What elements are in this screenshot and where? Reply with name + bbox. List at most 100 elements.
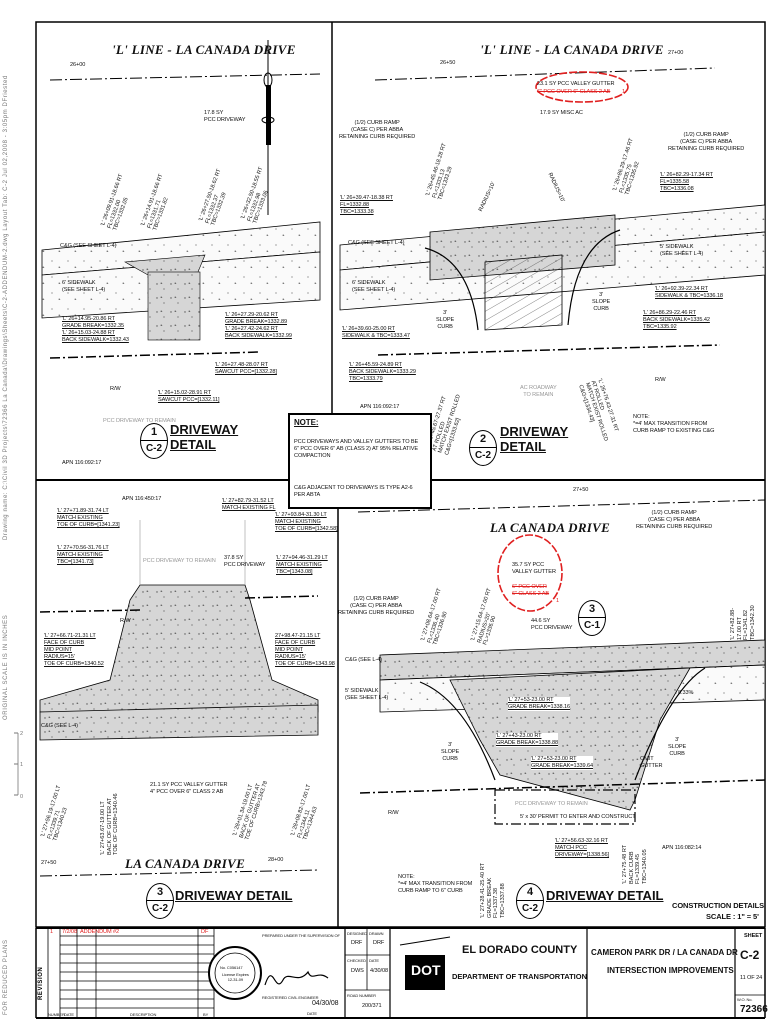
struck-spec-label: 6" PCC OVER 6" CLASS 2 AB	[512, 584, 550, 597]
valley-gutter-label: 21.1 SY PCC VALLEY GUTTER 4" PCC OVER 6"…	[150, 782, 228, 795]
sidewalk-label: 6' SIDEWALK (SEE SHEET L-4)	[352, 280, 396, 293]
station-offset-label: 'L' 27+75.48 RT BACK CURB FL=1339.45 TBC…	[622, 844, 648, 884]
rev-by: DF	[201, 929, 209, 935]
drawn-label: DRAWN	[369, 931, 384, 936]
rw-label: R/W	[110, 386, 121, 392]
scale-note: ORIGINAL SCALE IS IN INCHES	[3, 614, 9, 720]
driveway-area-label: 17.8 SY PCC DRIVEWAY	[204, 110, 246, 123]
point-label: 'L' 27+94.46-31.29 LT MATCH EXISTING TBC…	[276, 555, 328, 575]
scale-mark-0: 0	[20, 794, 24, 800]
rev-date: 7/2/08	[62, 929, 77, 935]
grade-break-label: 'L' 27+53-23.00 RT GRADE BREAK=1338.16	[508, 697, 570, 711]
road-name: LA CANADA DRIVE	[125, 856, 246, 871]
apn-label: APN 116:092:17	[360, 404, 400, 410]
wo-label: W.O. No.	[737, 997, 753, 1002]
scale-mark-2: 2	[20, 731, 24, 737]
project-title: CAMERON PARK DR / LA CANADA DR	[591, 948, 738, 957]
slope-curb-label: 3' SLOPE CURB	[592, 292, 611, 312]
grade-break-label: 'L' 27+53-23.00 RT GRADE BREAK=1339.64	[531, 756, 593, 770]
station-label: 26+00	[70, 62, 86, 68]
cg-label: C&G (SEE L-4)	[345, 657, 382, 663]
station-label: 27+50	[41, 860, 57, 866]
detail2-title: 'L' LINE - LA CANADA DRIVE	[480, 42, 664, 57]
detail4-caption: DRIVEWAY DETAIL	[546, 888, 664, 903]
sawcut-label: 'L' 26+27.48-28.07 RT SAWCUT PCC=[1332.2…	[215, 362, 277, 375]
rw-label: R/W	[388, 810, 399, 816]
face-of-curb-label: 'L' 27+66.71-21.31 LT FACE OF CURB MID P…	[44, 633, 104, 667]
grade-break-label: 'L' 26+27.29-20.62 RT GRADE BREAK=1332.8…	[225, 312, 292, 339]
construction-details-title: CONSTRUCTION DETAILS	[672, 901, 765, 910]
checked-label: CHECKED	[347, 958, 366, 963]
note-text: C&G ADJACENT TO DRIVEWAYS IS TYPE A2-6 P…	[294, 485, 413, 498]
callout-number: 3	[147, 884, 173, 901]
rev-col-header: BY	[203, 1012, 209, 1017]
callout-sheet: C-2	[521, 903, 539, 914]
reduced-plans-note: FOR REDUCED PLANS	[3, 939, 9, 1015]
apn-label: APN 116:082:14	[662, 845, 702, 851]
point-label: 'L' 26+86.29-22.46 RT BACK SIDEWALK=1335…	[643, 310, 710, 330]
cg-label: C&G (SEE SHEET L-4)	[60, 243, 117, 249]
point-label: 'L' 27+70.56-31.76 LT MATCH EXISTING TBC…	[57, 545, 109, 565]
slope-curb-label: 3' SLOPE CURB	[441, 742, 460, 762]
callout-number: 3	[579, 601, 605, 618]
detail3-caption: DRIVEWAY DETAIL	[175, 888, 293, 903]
point-label: 'L' 26+82.29-17.34 RT FL=1335.58 TBC=133…	[660, 172, 713, 192]
driveway-area-label: 44.6 SY PCC DRIVEWAY	[531, 618, 573, 631]
callout-sheet: C-2	[151, 903, 169, 914]
road-name: LA CANADA DRIVE	[490, 520, 611, 535]
rw-label: R/W	[655, 377, 666, 383]
callout-sheet: C-2	[145, 443, 163, 454]
north-arrow-icon	[261, 40, 275, 215]
station-label: 27+50	[573, 487, 589, 493]
drawing-file-path: Drawing name: C:\Civil 3D Projects\72366…	[3, 75, 9, 540]
point-label: 'L' 27+93.84-31.30 LT MATCH EXISTING TOE…	[275, 512, 338, 532]
omit-gutter-label: OMIT GUTTER	[640, 756, 663, 769]
sheet-label: SHEET	[744, 933, 763, 939]
callout-number: 1	[141, 424, 167, 441]
valley-gutter-label: 35.7 SY PCC VALLEY GUTTER	[512, 562, 556, 575]
callout-number: 2	[470, 431, 496, 448]
road-number-label: ROAD NUMBER	[347, 993, 376, 998]
face-of-curb-label: 27+98.47-21.15 LT FACE OF CURB MID POINT…	[275, 633, 335, 667]
curb-ramp-label: (1/2) CURB RAMP (CASE C) PER ABBA RETAIN…	[338, 596, 415, 616]
registered-engineer-label: REGISTERED CIVIL ENGINEER	[262, 995, 319, 1000]
sawcut-label: 'L' 26+15.02-28.91 RT SAWCUT PCC=[1332.1…	[158, 390, 220, 403]
point-label: 'L' 26+39.47-18.38 RT FL=1332.88 TBC=133…	[340, 195, 393, 215]
point-label: 'L' 27+82.79-31.52 LT MATCH EXISTING FL	[222, 498, 276, 511]
sidewalk-label: 6' SIDEWALK (SEE SHEET L-4)	[62, 280, 106, 293]
centerline	[49, 73, 321, 81]
slope-curb-label: 3' SLOPE CURB	[668, 737, 687, 757]
misc-ac-area	[484, 254, 563, 331]
county-name: EL DORADO COUNTY	[462, 944, 578, 956]
station-label: 27+00	[668, 50, 684, 56]
drawn-value: DRF	[373, 940, 385, 946]
curb-ramp-label: (1/2) CURB RAMP (CASE C) PER ABBA RETAIN…	[636, 510, 713, 530]
cg-label: C&G (SEE L-4)	[41, 723, 78, 729]
wo-number: 72366	[740, 1004, 768, 1015]
detail1-caption: DRIVEWAY DETAIL	[170, 422, 239, 452]
match-pcc-label: 'L' 27+56.63-32.16 RT MATCH PCC DRIVEWAY…	[555, 838, 610, 858]
remain-label: PCC DRIVEWAY TO REMAIN	[143, 558, 216, 564]
sidewalk-label: 5' SIDEWALK (SEE SHEET L-4)	[345, 688, 389, 701]
station-offset-label: 'L' 27+82.88-17.00 RT FL=1341.82 TBC=134…	[730, 605, 756, 640]
designed-label: DESIGNED	[347, 931, 368, 936]
transition-note: NOTE: *=4' MAX TRANSITION FROM CURB RAMP…	[398, 874, 473, 894]
seal-number: No. C056147	[220, 965, 243, 970]
engineer-seal	[208, 946, 262, 1000]
point-label: 'L' 26+39.60-25.00 RT SIDEWALK & TBC=133…	[342, 326, 410, 339]
curb-ramp-label: (1/2) CURB RAMP (CASE C) PER ABBA RETAIN…	[668, 132, 745, 152]
seal-expiry: License Expires 12-31-09	[222, 972, 249, 982]
apn-label: APN 116:450:17	[122, 496, 162, 502]
dot-logo-text: DOT	[411, 962, 441, 978]
date-value: 4/30/08	[370, 968, 388, 974]
driveway-area-label: 37.8 SY PCC DRIVEWAY	[224, 555, 266, 568]
callout-sheet: C-1	[583, 620, 601, 631]
station-offset-label: 'L' 27+28.41-25.40 RT GRADE BREAK FL=133…	[480, 862, 506, 918]
revision-delta-icon: 1	[622, 89, 626, 95]
signature	[264, 970, 329, 986]
